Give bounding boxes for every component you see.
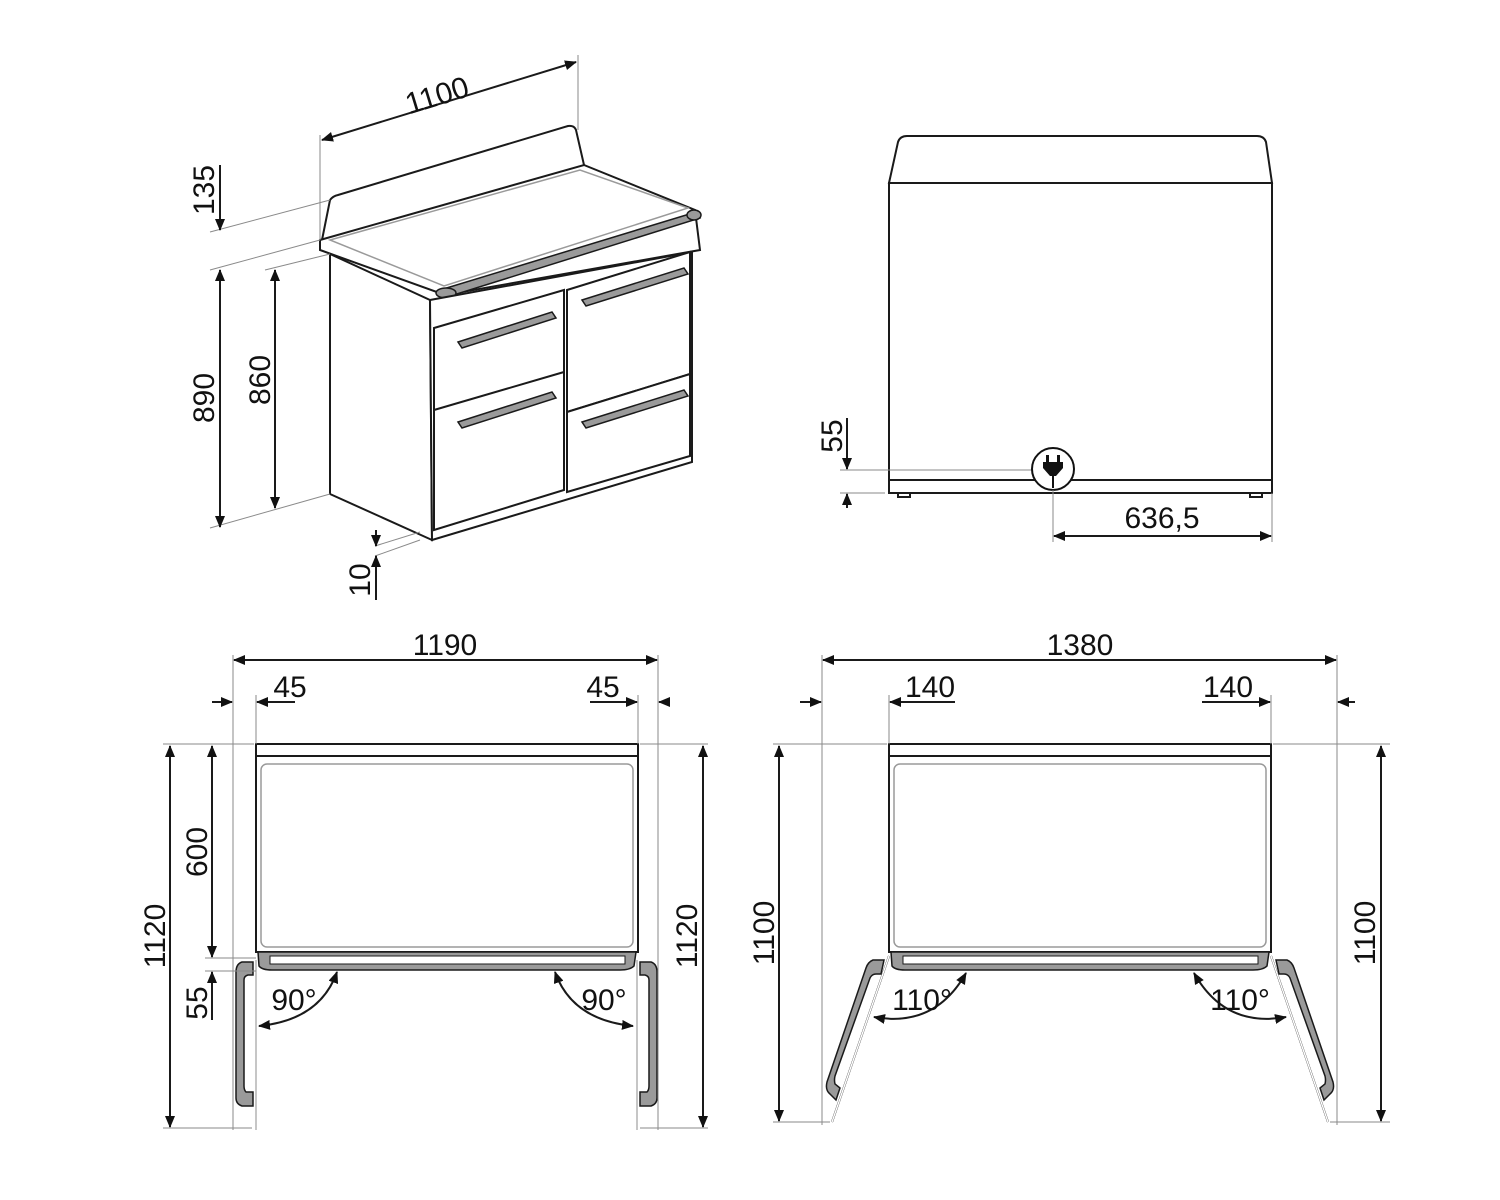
right-door-handle (639, 961, 658, 1107)
angle-right-90: 90° (581, 984, 626, 1017)
dim-depth-1120-left: 1120 (139, 904, 172, 969)
dim-left-clearance-140: 140 (905, 671, 955, 704)
door-handle[interactable] (580, 389, 690, 429)
dim-total-width-1190: 1190 (413, 629, 478, 662)
rear-view: 55 636,5 (816, 135, 1274, 542)
isometric-view: 1100 135 890 860 10 (188, 55, 702, 600)
dim-depth-1100-left: 1100 (748, 901, 781, 966)
top-body (888, 755, 1272, 953)
dim-body-depth-600: 600 (181, 827, 214, 877)
top-backsplash (888, 743, 1272, 757)
dim-feet-10: 10 (344, 563, 377, 596)
cabinet-side (329, 252, 434, 542)
top-view-110: 110° 110° 1380 140 140 1100 1100 (748, 629, 1390, 1125)
angle-right-110: 110° (1210, 984, 1270, 1017)
right-door-handle (1275, 959, 1335, 1102)
dim-right-clearance-45: 45 (586, 671, 619, 704)
door-handle[interactable] (456, 311, 558, 349)
dim-depth-1120-right: 1120 (671, 904, 704, 969)
dim-handle-depth-55: 55 (181, 986, 214, 1019)
cooktop (319, 163, 702, 297)
angle-left-90: 90° (271, 984, 316, 1017)
dim-total-width-1380: 1380 (1047, 629, 1114, 662)
top-view-90: 90° 90° 1190 45 45 1120 600 55 1120 (139, 629, 708, 1130)
power-plug-icon (1031, 447, 1075, 491)
dim-body-860: 860 (244, 355, 277, 405)
dim-right-clearance-140: 140 (1203, 671, 1253, 704)
door-handle[interactable] (580, 267, 690, 307)
door-bottom-left[interactable] (433, 370, 565, 532)
angle-left-110: 110° (892, 984, 952, 1017)
dim-height-890: 890 (188, 373, 221, 423)
dim-width-1100: 1100 (402, 71, 473, 121)
door-handle[interactable] (456, 391, 558, 429)
dim-depth-1100-right: 1100 (1349, 901, 1382, 966)
rear-panel (888, 182, 1273, 494)
dim-left-clearance-45: 45 (273, 671, 306, 704)
left-door-handle (825, 959, 885, 1102)
dim-backsplash-135: 135 (188, 165, 221, 215)
dim-plug-offset: 636,5 (1124, 502, 1199, 535)
dim-plug-height-55: 55 (816, 419, 849, 452)
top-backsplash (255, 743, 639, 757)
rear-backsplash (887, 135, 1274, 184)
left-door-handle (235, 961, 254, 1107)
top-body (255, 755, 639, 953)
